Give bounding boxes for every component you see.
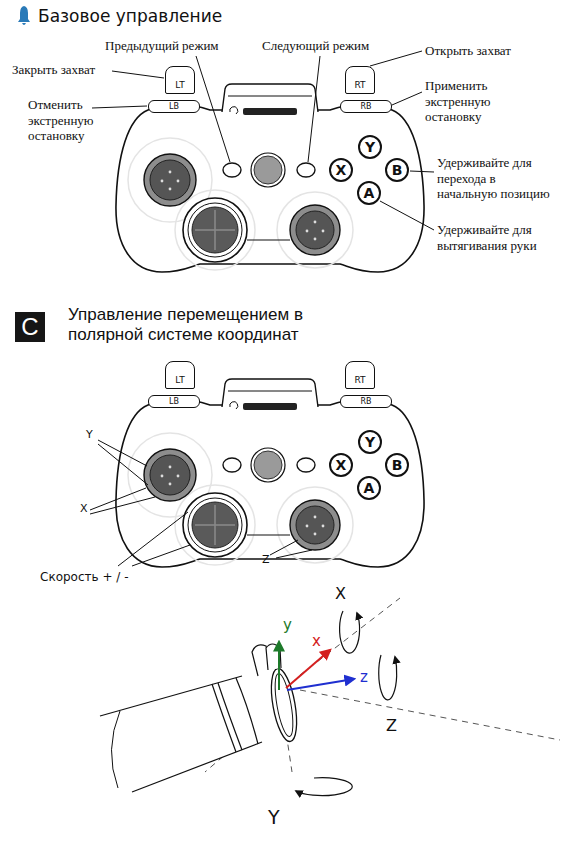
- button-label: Y: [365, 435, 375, 449]
- axis-letter-box: z: [360, 668, 376, 686]
- axis-callout-box: Z: [262, 553, 282, 566]
- bumper-button: LB: [148, 100, 200, 113]
- face-button: A: [357, 181, 381, 205]
- axis-name-box: X: [335, 584, 359, 603]
- button-callout: Следующий режим: [262, 38, 392, 54]
- button-callout: Закрыть захват: [12, 62, 122, 78]
- button-callout: Предыдущий режим: [105, 38, 235, 54]
- button-callout-box: Следующий режим: [262, 38, 392, 54]
- gamepad-drawing: [116, 84, 424, 272]
- face-button: Y: [358, 135, 382, 159]
- axis-letter: x: [312, 632, 328, 650]
- axis-letter-box: x: [312, 632, 328, 650]
- button-callout-box: Отменить экстренную остановку: [28, 97, 128, 144]
- button-label: LT: [175, 375, 184, 385]
- bumper-button: LB: [148, 395, 200, 408]
- button-label: LT: [175, 80, 184, 90]
- axis-name-box: Y: [268, 806, 294, 829]
- button-callout: Удерживайте для вытягивания руки: [437, 222, 557, 253]
- axis-letter: y: [283, 616, 299, 634]
- button-callout: Открыть захват: [425, 43, 555, 59]
- speed-callout: Скорость + / -: [40, 570, 160, 584]
- bumper-button: RB: [340, 100, 392, 113]
- speed-callout-box: Скорость + / -: [40, 570, 160, 584]
- bumper-button: RB: [340, 395, 392, 408]
- section-heading-box: Управление перемещением в полярной систе…: [68, 305, 368, 346]
- button-callout-box: Открыть захват: [425, 43, 555, 59]
- axis-letter-box: y: [283, 616, 299, 634]
- button-label: LB: [169, 398, 179, 406]
- axis-callout-box: Y: [86, 428, 106, 441]
- button-label: X: [336, 163, 347, 177]
- button-label: Y: [365, 140, 375, 154]
- gripper-figure: [100, 598, 560, 796]
- button-label: C: [21, 315, 38, 339]
- button-label: A: [364, 481, 375, 495]
- trigger-button: LT: [165, 361, 195, 389]
- section-heading: Управление перемещением в полярной систе…: [68, 305, 368, 346]
- button-label: RB: [360, 103, 371, 111]
- trigger-button: RT: [345, 66, 375, 94]
- button-callout: Отменить экстренную остановку: [28, 97, 128, 144]
- face-button: Y: [358, 430, 382, 454]
- face-button: B: [385, 453, 409, 477]
- button-label: A: [364, 186, 375, 200]
- bell-icon: [18, 6, 30, 25]
- face-button: B: [385, 158, 409, 182]
- axis-letter: z: [360, 668, 376, 686]
- face-button: X: [329, 158, 353, 182]
- button-callout: Удерживайте для перехода в начальную поз…: [437, 155, 557, 202]
- gamepad-drawing: [116, 379, 424, 567]
- title-text: Базовое управление: [38, 6, 222, 26]
- face-button: A: [357, 476, 381, 500]
- trigger-button: RT: [345, 361, 375, 389]
- button-label: RT: [354, 375, 365, 385]
- button-callout-box: Предыдущий режим: [105, 38, 235, 54]
- button-label: B: [392, 163, 403, 177]
- button-label: B: [392, 458, 403, 472]
- button-label: RT: [354, 80, 365, 90]
- axis-name-box: Z: [386, 716, 410, 735]
- axis-callout: Z: [262, 553, 282, 566]
- button-label: RB: [360, 398, 371, 406]
- button-callout-box: Закрыть захват: [12, 62, 122, 78]
- axis-callout: Y: [86, 428, 106, 441]
- axis-callout: X: [80, 502, 100, 515]
- button-label: LB: [169, 103, 179, 111]
- trigger-button: LT: [165, 66, 195, 94]
- face-button: X: [329, 453, 353, 477]
- axis-callout-box: X: [80, 502, 100, 515]
- button-label: X: [336, 458, 347, 472]
- axis-name: Z: [386, 716, 410, 735]
- button-callout-box: Применить экстренную остановку: [425, 78, 525, 125]
- axis-name: Y: [268, 806, 294, 829]
- button-callout-box: Удерживайте для вытягивания руки: [437, 222, 557, 253]
- axis-name: X: [335, 584, 359, 603]
- page-title: Базовое управление: [38, 6, 222, 26]
- section-badge: C: [15, 312, 45, 342]
- button-callout: Применить экстренную остановку: [425, 78, 525, 125]
- button-callout-box: Удерживайте для перехода в начальную поз…: [437, 155, 557, 202]
